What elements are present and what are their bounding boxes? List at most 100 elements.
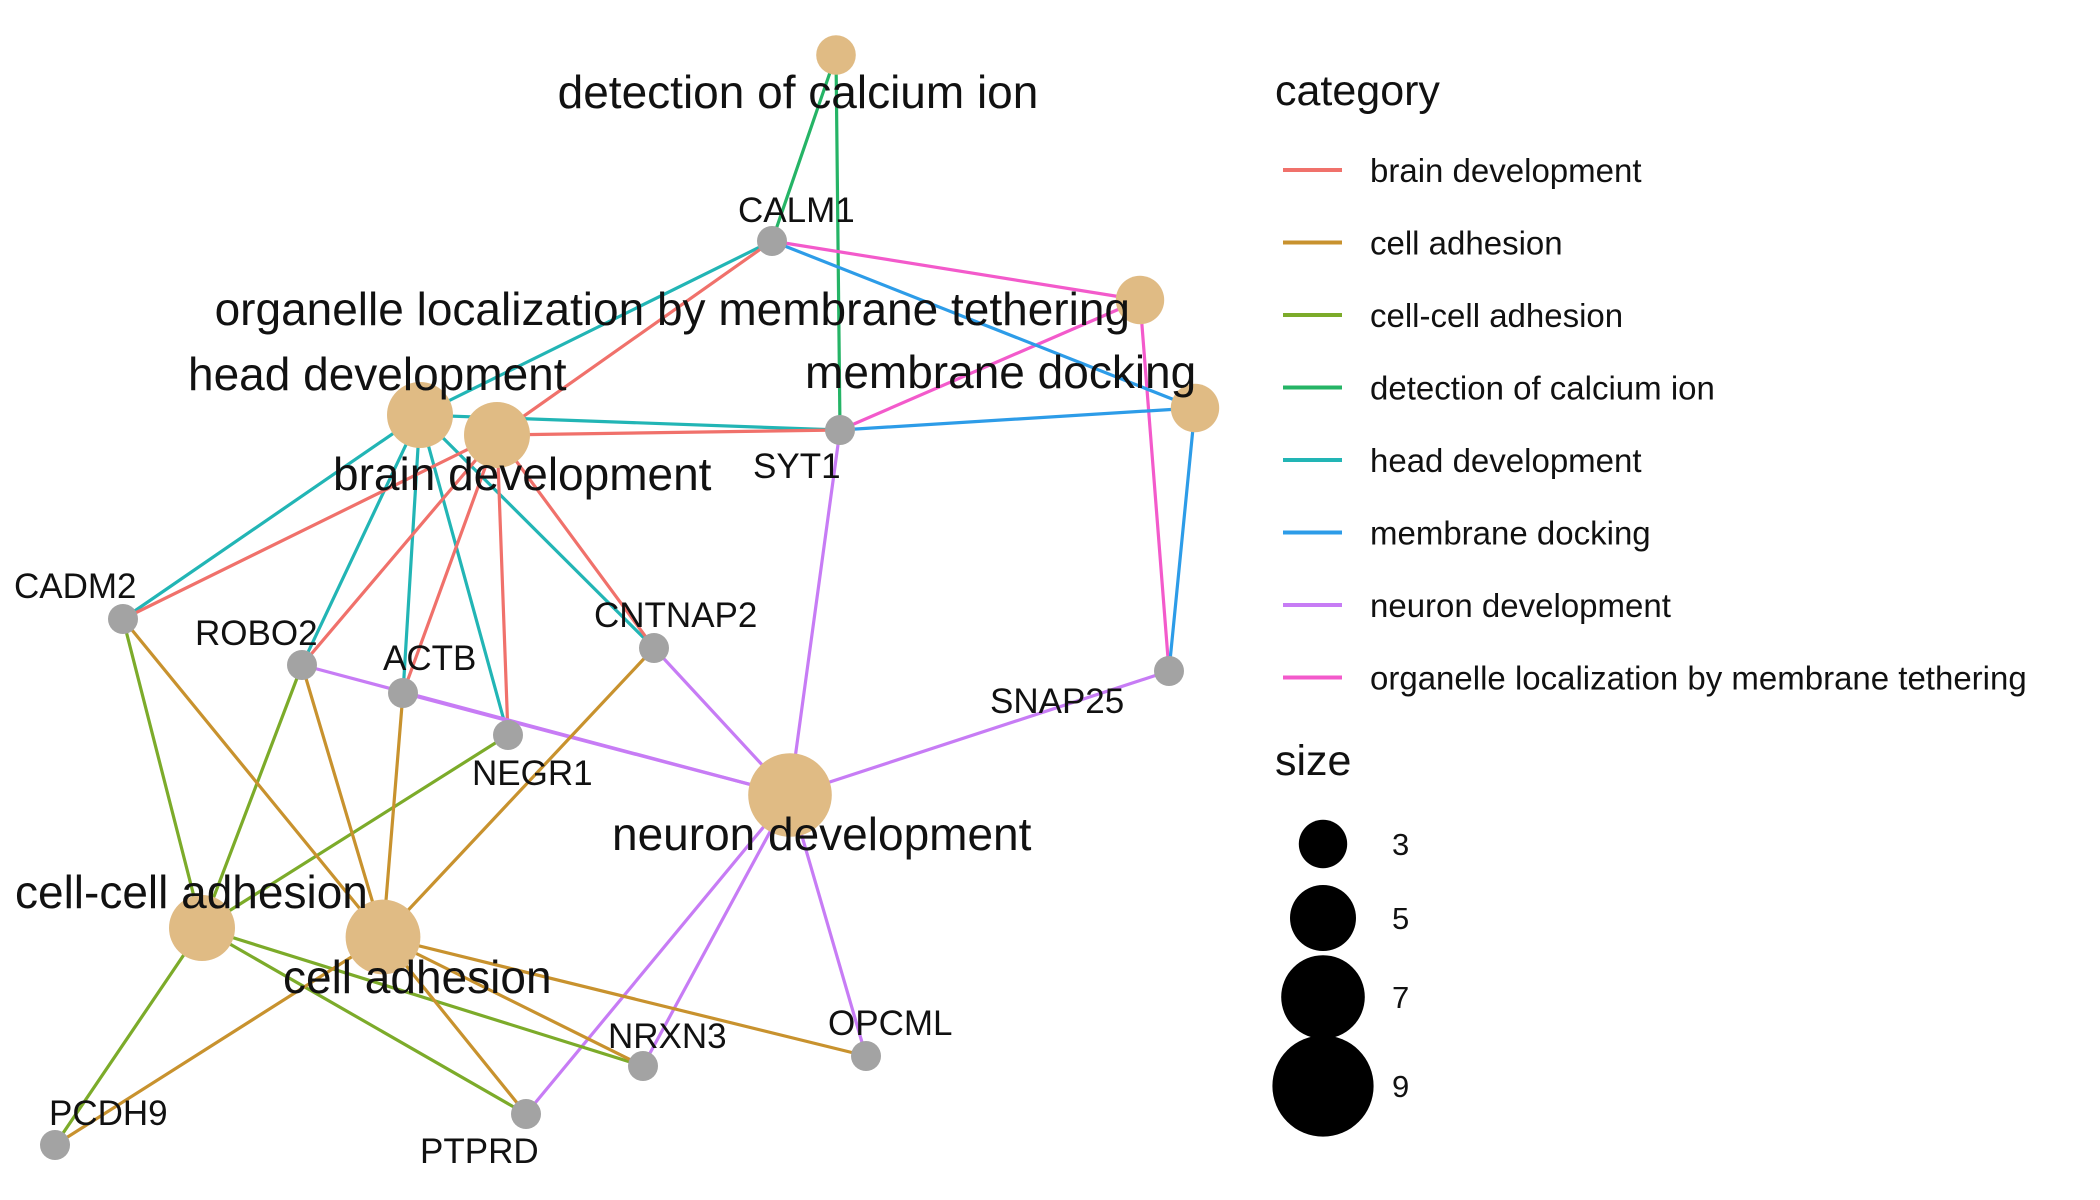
edge-tether-calm1 bbox=[770, 239, 1142, 302]
gene-node-actb[interactable] bbox=[388, 678, 418, 708]
edge-cellcell-negr1 bbox=[200, 733, 510, 930]
edge-neuron-opcml bbox=[788, 793, 868, 1058]
category-node-cell-adhesion[interactable] bbox=[345, 899, 421, 975]
gene-node-robo2[interactable] bbox=[287, 650, 317, 680]
legend-label-cell-cell-adhesion: cell-cell adhesion bbox=[1370, 297, 1623, 334]
edge-cell_adh-pcdh9 bbox=[53, 935, 385, 1147]
category-label-cell-cell-adhesion: cell-cell adhesion bbox=[15, 866, 368, 918]
gene-node-negr1[interactable] bbox=[493, 720, 523, 750]
gene-node-snap25[interactable] bbox=[1154, 656, 1184, 686]
gene-label-cntnap2: CNTNAP2 bbox=[594, 596, 757, 635]
edge-brain-cntnap2 bbox=[495, 433, 656, 650]
edge-cellcell-cadm2 bbox=[121, 617, 204, 930]
legend-size-title: size bbox=[1275, 737, 1351, 785]
gene-node-ptprd[interactable] bbox=[511, 1099, 541, 1129]
gene-node-cntnap2[interactable] bbox=[639, 633, 669, 663]
legend-size-items: 3 5 7 9 bbox=[1272, 819, 1409, 1137]
edge-head-calm1 bbox=[418, 239, 774, 417]
category-node-head-development[interactable] bbox=[387, 382, 453, 448]
category-node-organelle-localization-by-membrane-tethering[interactable] bbox=[1115, 275, 1165, 325]
edge-brain-calm1 bbox=[495, 239, 774, 437]
category-node-cell-cell-adhesion[interactable] bbox=[169, 895, 235, 961]
legend-category-title: category bbox=[1275, 67, 1440, 115]
edge-neuron-nrxn3 bbox=[641, 793, 792, 1068]
legend-item-detection-of-calcium-ion: detection of calcium ion bbox=[1283, 370, 1715, 407]
legend-item-head-development: head development bbox=[1283, 442, 1642, 479]
edge-neuron-snap25 bbox=[788, 669, 1171, 797]
size-key-label: 7 bbox=[1392, 980, 1409, 1015]
gene-node-calm1[interactable] bbox=[757, 226, 787, 256]
edge-neuron-syt1 bbox=[788, 428, 842, 797]
gene-label-actb: ACTB bbox=[383, 639, 476, 678]
gene-label-cadm2: CADM2 bbox=[14, 567, 137, 606]
edge-docking-snap25 bbox=[1167, 406, 1197, 673]
size-key-item-9: 9 bbox=[1272, 1035, 1409, 1137]
category-label-neuron-development: neuron development bbox=[612, 808, 1032, 860]
edge-cell_adh-robo2 bbox=[300, 663, 385, 939]
gene-label-calm1: CALM1 bbox=[738, 191, 855, 230]
category-label-detection-of-calcium-ion: detection of calcium ion bbox=[558, 66, 1039, 118]
legend-item-membrane-docking: membrane docking bbox=[1283, 515, 1651, 552]
gene-label-snap25: SNAP25 bbox=[990, 682, 1124, 721]
edge-tether-snap25 bbox=[1138, 298, 1171, 673]
size-key-item-3: 3 bbox=[1298, 819, 1409, 869]
edge-cell_adh-nrxn3 bbox=[381, 935, 645, 1068]
legend-label-head-development: head development bbox=[1370, 442, 1642, 479]
legend-item-cell-adhesion: cell adhesion bbox=[1283, 225, 1563, 262]
category-label-head-development: head development bbox=[188, 348, 567, 400]
edge-brain-syt1 bbox=[495, 428, 842, 437]
legend-item-neuron-development: neuron development bbox=[1283, 587, 1671, 624]
legend-label-detection-of-calcium-ion: detection of calcium ion bbox=[1370, 370, 1715, 407]
edge-docking-syt1 bbox=[838, 406, 1197, 432]
gene-label-pcdh9: PCDH9 bbox=[49, 1094, 168, 1133]
size-key-circle bbox=[1281, 955, 1365, 1039]
edge-head-negr1 bbox=[418, 413, 510, 737]
edge-cell_adh-actb bbox=[381, 691, 405, 939]
edge-calcium-calm1 bbox=[770, 53, 838, 243]
edge-cell_adh-cntnap2 bbox=[381, 646, 656, 939]
size-key-item-5: 5 bbox=[1290, 885, 1409, 951]
category-node-neuron-development[interactable] bbox=[748, 753, 832, 837]
legend-item-cell-cell-adhesion: cell-cell adhesion bbox=[1283, 297, 1623, 334]
edge-layer bbox=[53, 53, 1197, 1147]
gene-label-opcml: OPCML bbox=[828, 1004, 952, 1043]
size-key-label: 5 bbox=[1392, 901, 1409, 936]
gene-node-cadm2[interactable] bbox=[108, 604, 138, 634]
edge-cellcell-robo2 bbox=[200, 663, 304, 930]
size-key-label: 3 bbox=[1392, 827, 1409, 862]
size-key-item-7: 7 bbox=[1281, 955, 1409, 1039]
size-key-circle bbox=[1298, 819, 1348, 869]
edge-brain-robo2 bbox=[300, 433, 499, 667]
edge-head-robo2 bbox=[300, 413, 422, 667]
category-label-cell-adhesion: cell adhesion bbox=[283, 951, 552, 1003]
edge-calcium-syt1 bbox=[834, 53, 842, 432]
size-key-circle bbox=[1272, 1035, 1374, 1137]
category-label-brain-development: brain development bbox=[333, 448, 712, 500]
edge-cellcell-pcdh9 bbox=[53, 926, 204, 1147]
edge-neuron-actb bbox=[401, 691, 792, 797]
edge-brain-negr1 bbox=[495, 433, 510, 737]
gene-node-syt1[interactable] bbox=[825, 415, 855, 445]
gene-label-ptprd: PTPRD bbox=[420, 1132, 539, 1171]
category-node-membrane-docking[interactable] bbox=[1170, 383, 1220, 433]
gene-label-nrxn3: NRXN3 bbox=[608, 1017, 727, 1056]
category-label-membrane-docking: membrane docking bbox=[805, 346, 1196, 398]
gene-label-robo2: ROBO2 bbox=[195, 614, 318, 653]
edge-cellcell-nrxn3 bbox=[200, 926, 645, 1068]
size-key-label: 9 bbox=[1392, 1069, 1409, 1104]
edge-docking-calm1 bbox=[770, 239, 1197, 410]
edge-cell_adh-cadm2 bbox=[121, 617, 385, 939]
gene-node-pcdh9[interactable] bbox=[40, 1130, 70, 1160]
category-label-organelle-localization-by-membrane-tethering: organelle localization by membrane tethe… bbox=[215, 283, 1130, 335]
gene-node-opcml[interactable] bbox=[851, 1041, 881, 1071]
node-layer bbox=[40, 35, 1220, 1160]
edge-cell_adh-ptprd bbox=[381, 935, 528, 1116]
category-node-detection-of-calcium-ion[interactable] bbox=[816, 35, 856, 75]
category-node-brain-development[interactable] bbox=[464, 402, 530, 468]
gene-label-negr1: NEGR1 bbox=[472, 754, 593, 793]
edge-neuron-ptprd bbox=[524, 793, 792, 1116]
gene-node-nrxn3[interactable] bbox=[628, 1051, 658, 1081]
